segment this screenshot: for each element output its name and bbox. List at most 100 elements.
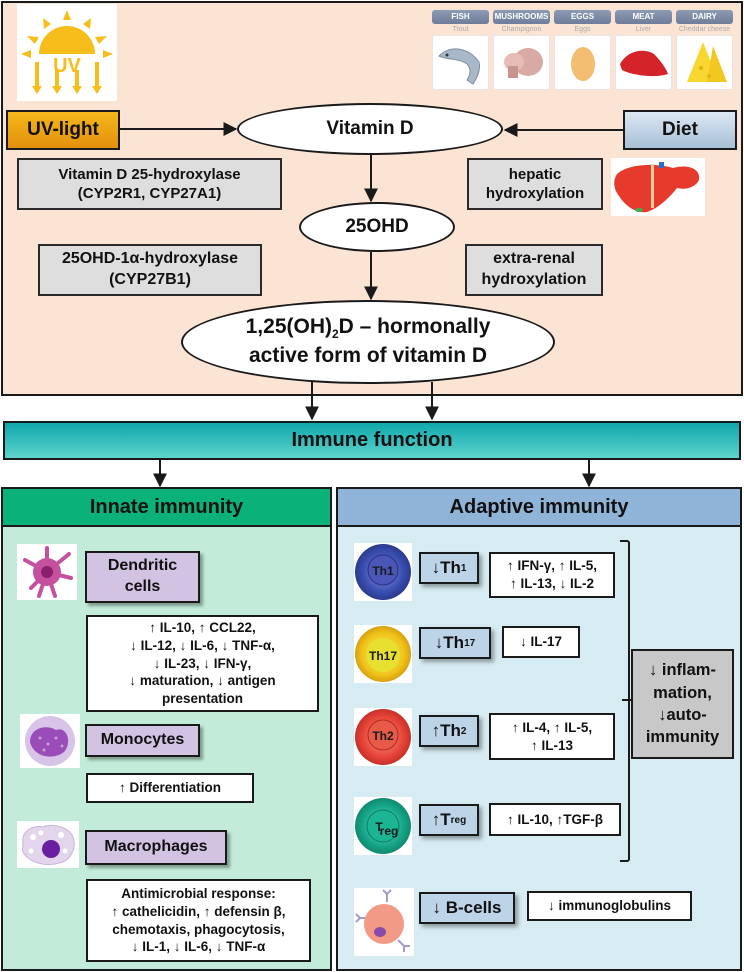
th17-cell-icon: Th17 [354,625,412,683]
active-sub: 2 [331,327,339,342]
tcell-base: T [440,810,451,829]
enzyme-genes: (CYP27B1) [109,271,191,288]
enzyme-name: 25OHD-1α-hydroxylase [61,250,239,268]
tcell-sub: 17 [464,637,476,649]
liver-meat-icon [615,35,672,90]
th2-effects: ↑ IL-4, ↑ IL-5, ↑ IL-13 [489,713,615,760]
th17-icon-text: Th17 [369,649,397,663]
direction-arrow: ↓ [431,558,441,577]
extra-renal-line1: extra-renal [493,250,575,268]
outcome-line: immunity [645,728,720,747]
adaptive-immunity-header: Adaptive immunity [336,487,742,527]
dendritic-cells-effects: ↑ IL-10, ↑ CCL22, ↓ IL-12, ↓ IL-6, ↓ TNF… [86,615,319,712]
food-category: MUSHROOMS [493,10,550,24]
food-eggs: EGGS Eggs [554,10,611,100]
th1-effects: ↑ IFN-γ, ↑ IL-5, ↑ IL-13, ↓ IL-2 [489,552,615,598]
cell-name-line2: cells [124,578,161,595]
food-example: Liver [635,26,652,33]
effect-line: ↓ IL-23, ↓ IFN-γ, [153,655,252,671]
b-cells-effects: ↓ immunoglobulins [527,891,692,921]
food-category: FISH [432,10,489,24]
direction-arrow: ↓ [434,633,444,652]
th1-cell-icon: Th1 [354,543,412,601]
hepatic-line2: hydroxylation [485,185,585,202]
liver-icon [611,158,705,216]
uv-light-source: UV-light [6,110,120,150]
monocytes-effects: ↑ Differentiation [86,773,254,803]
effect-line: presentation [161,691,243,707]
food-dairy: DAIRY Cheddar cheese [676,10,733,100]
food-example: Eggs [574,26,591,33]
outcome-box: ↓ inflam- mation, ↓auto- immunity [631,649,734,759]
mushroom-icon [493,35,550,90]
effect-line: ↑ IL-4, ↑ IL-5, [511,719,593,735]
treg-effects: ↑ IL-10, ↑TGF-β [489,803,621,836]
25ohd-node: 25OHD [299,202,455,252]
treg-icon-text: T [375,820,383,834]
effect-line: ↑ IFN-γ, ↑ IL-5, [506,558,597,574]
active-suffix: D – hormonally [338,315,491,339]
effect-line: chemotaxis, phagocytosis, [112,921,285,937]
enzyme-name: Vitamin D 25-hydroxylase [58,165,241,183]
th17-effects: ↓ IL-17 [502,626,580,658]
outcome-line: ↓ inflam- [649,661,716,680]
effect-line: ↑ cathelicidin, ↑ defensin β, [111,903,286,919]
macrophage-icon [17,821,79,868]
enzyme-genes: (CYP2R1, CYP27A1) [77,185,222,202]
food-category: EGGS [554,10,611,24]
monocyte-icon [20,714,80,768]
treg-icon-sub: reg [380,824,399,838]
food-example: Cheddar cheese [678,26,731,33]
fish-icon [432,35,489,90]
food-example: Champignon [501,26,542,33]
calcitriol-node: 1,25(OH)2D – hormonally active form of v… [181,300,555,384]
direction-arrow: ↑ [431,810,441,829]
tcell-sub: 1 [460,562,467,574]
extra-renal-hydroxylation-box: extra-renal hydroxylation [465,244,603,296]
tcell-sub: reg [450,814,467,826]
active-prefix: 1,25(OH) [245,315,332,339]
cell-name-line1: Dendritic [107,557,178,575]
active-line2: active form of vitamin D [248,343,488,367]
diet-source: Diet [623,110,737,150]
food-category: MEAT [615,10,672,24]
cheese-icon [676,35,733,90]
direction-arrow: ↑ [431,721,441,740]
treg-cell-icon: T reg [354,797,412,855]
innate-immunity-header: Innate immunity [1,487,332,527]
outcome-line: mation, [653,683,712,702]
tcell-bracket [620,540,630,862]
uv-sun-icon: UV [17,4,117,101]
egg-icon [554,35,611,90]
uv-icon-text: UV [53,55,81,77]
tcell-base: Th [440,558,461,577]
macrophages-effects: Antimicrobial response: ↑ cathelicidin, … [86,879,311,962]
monocytes-label: Monocytes [85,724,200,757]
vitamin-d-node: Vitamin D [237,103,503,155]
dietary-sources-panel: FISH Trout MUSHROOMS Champignon EGGS Egg… [432,10,736,102]
outcome-line: ↓auto- [658,706,707,724]
hepatic-line1: hepatic [508,165,562,183]
food-category: DAIRY [676,10,733,24]
effect-line: ↓ maturation, ↓ antigen [129,673,276,689]
immune-function-bar: Immune function [3,421,741,460]
th2-icon-text: Th2 [372,729,394,743]
bracket-tick [622,699,636,701]
th2-cell-icon: Th2 [354,708,412,766]
effect-line: ↑ IL-13 [530,737,573,753]
dendritic-cells-label: Dendritic cells [85,551,200,603]
b-cells-label: ↓ B-cells [419,892,515,924]
effect-line: ↓ IL-12, ↓ IL-6, ↓ TNF-α, [130,637,275,653]
extra-renal-line2: hydroxylation [481,271,587,288]
tcell-sub: 2 [460,725,467,737]
macrophages-label: Macrophages [85,830,227,865]
th1-icon-text: Th1 [372,564,394,578]
effect-line: ↑ IL-10, ↑ CCL22, [149,619,256,635]
effect-line: ↓ IL-1, ↓ IL-6, ↓ TNF-α [131,939,266,955]
effect-line: Antimicrobial response: [121,885,276,901]
